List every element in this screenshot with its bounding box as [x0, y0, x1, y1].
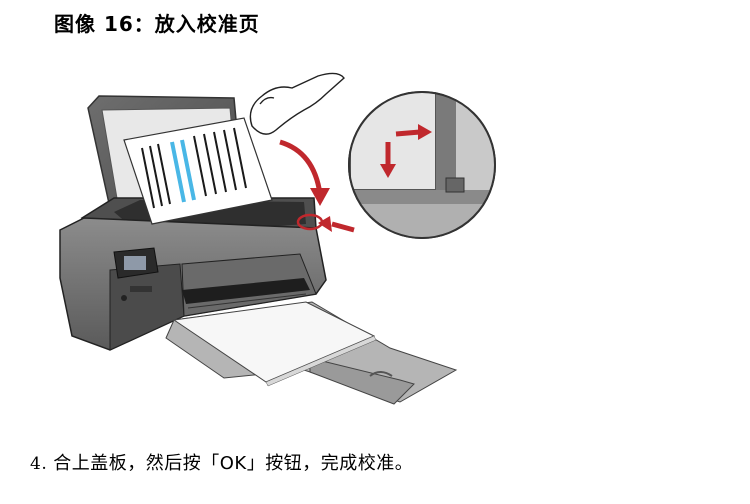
hand-illustration — [249, 72, 345, 135]
zoom-right-arrow — [395, 124, 432, 140]
step-text: 合上盖板，然后按「OK」按钮，完成校准。 — [53, 453, 414, 474]
corner-pointer-arrow — [318, 216, 355, 233]
paper-stack — [172, 301, 377, 387]
zoom-detail — [348, 91, 496, 239]
instruction-step: 4.合上盖板，然后按「OK」按钮，完成校准。 — [30, 449, 413, 475]
step-number: 4. — [30, 454, 48, 474]
calibration-page — [123, 117, 273, 225]
placement-arrow — [279, 139, 330, 206]
zoom-down-arrow — [380, 142, 396, 178]
printer-illustration — [59, 72, 496, 405]
corner-highlight-circle — [296, 213, 324, 231]
figure-title: 图像 16：放入校准页 — [54, 12, 260, 36]
printer-body — [59, 197, 327, 351]
